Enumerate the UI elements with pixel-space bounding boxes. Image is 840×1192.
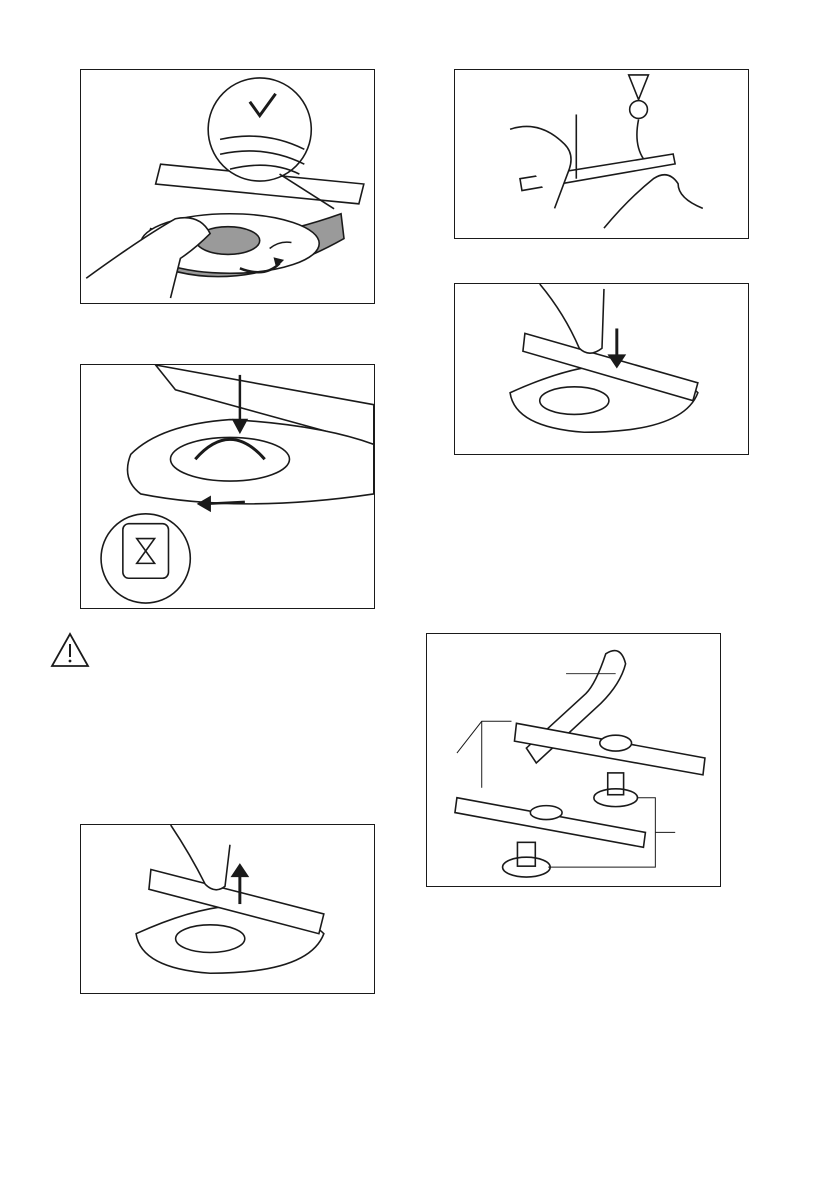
warning-triangle-icon <box>50 632 90 668</box>
hub-icon <box>600 735 632 751</box>
arm-remove-illustration <box>81 825 374 993</box>
hand-icon <box>510 126 571 208</box>
figure-arm-parts <box>426 633 721 887</box>
figure-arm-install <box>454 283 749 455</box>
figure-filter-rotate <box>80 69 375 304</box>
filter-insert-illustration <box>81 365 374 608</box>
arm-parts-illustration <box>427 634 720 886</box>
hub-icon <box>503 857 551 877</box>
figure-arm-remove <box>80 824 375 994</box>
figure-arm-clean <box>454 69 749 239</box>
hub-icon <box>530 806 562 820</box>
filter-rotate-illustration <box>81 70 374 303</box>
faucet-icon <box>629 75 649 100</box>
figure-filter-insert <box>80 364 375 609</box>
arm-clean-illustration <box>455 70 748 238</box>
arm-install-illustration <box>455 284 748 454</box>
hub-icon <box>594 789 638 807</box>
